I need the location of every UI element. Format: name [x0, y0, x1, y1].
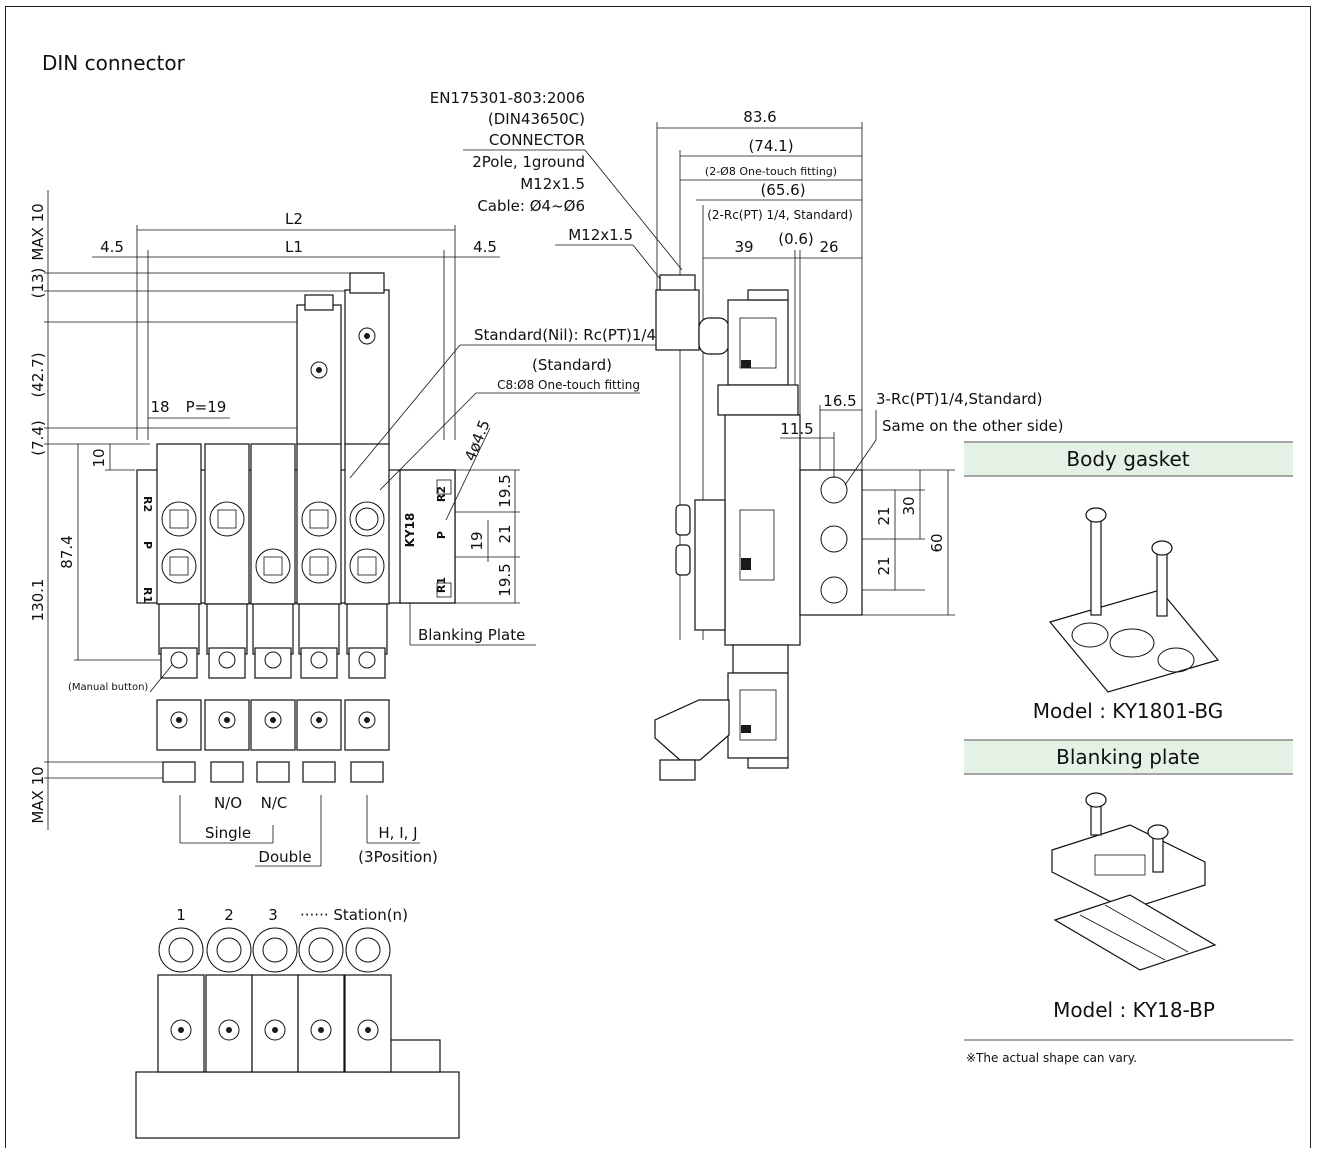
valve-station-3 — [250, 443, 296, 783]
connector-label: CONNECTOR — [489, 131, 585, 149]
front-dims-top: L2 L1 4.5 4.5 18 P=19 — [92, 210, 500, 440]
dim-right-margin: 4.5 — [473, 238, 497, 256]
dim-l1: L1 — [285, 238, 303, 256]
plate-screw-bottom — [436, 582, 452, 598]
dim-pitch-a: 18 — [150, 398, 169, 416]
valve-station-1 — [156, 443, 202, 783]
dim-19-5-top: 19.5 — [496, 474, 514, 507]
connector-thread: M12x1.5 — [520, 175, 585, 193]
front-dims-right: Standard(Nil): Rc(PT)1/4 (Standard) C8:Ø… — [68, 326, 715, 693]
rc3-note-2: Same on the other side) — [882, 417, 1063, 435]
plate-header-bg — [964, 741, 1293, 773]
label-nc: N/C — [261, 794, 288, 812]
side-body — [654, 274, 863, 781]
dim-83-6: 83.6 — [743, 108, 776, 126]
dim-21-upper: 21 — [875, 506, 893, 525]
dim-l2: L2 — [285, 210, 303, 228]
port-r1-right: R1 — [435, 577, 448, 593]
station-view: 1 2 3 ······ Station(n) — [135, 906, 460, 1139]
dim-74-1-note: (2-Ø8 One-touch fitting) — [705, 165, 837, 178]
side-dims: 83.6 (74.1) (2-Ø8 One-touch fitting) (65… — [555, 108, 863, 640]
station-valve-1 — [157, 927, 205, 1073]
station-valve-4 — [297, 927, 345, 1073]
connector-cable: Cable: Ø4~Ø6 — [477, 197, 585, 215]
port-standard-note: Standard(Nil): Rc(PT)1/4 — [474, 326, 656, 344]
gasket-illustration — [1048, 507, 1220, 693]
station-valve-3 — [251, 927, 299, 1073]
shape-note: ※The actual shape can vary. — [966, 1051, 1137, 1065]
dim-21: 21 — [496, 524, 514, 543]
plate-model-mark: KY18 — [403, 513, 417, 548]
dim-30: 30 — [900, 496, 918, 515]
front-valves — [156, 272, 390, 783]
label-no: N/O — [214, 794, 242, 812]
port-r2-right: R2 — [435, 486, 448, 502]
drawing-title: DIN connector — [42, 51, 186, 75]
connector-poles: 2Pole, 1ground — [472, 153, 585, 171]
station-n: ······ Station(n) — [300, 906, 408, 924]
label-hij: H, I, J — [378, 824, 417, 842]
dim-max10-top: MAX 10 — [29, 203, 47, 260]
dim-42-7: (42.7) — [29, 352, 47, 397]
station-valve-2 — [205, 927, 253, 1073]
plate-screw-top — [436, 479, 452, 495]
dim-74-1: (74.1) — [748, 137, 793, 155]
valve-station-5 — [344, 272, 390, 783]
plate-illustration — [1051, 792, 1217, 971]
port-standard-note-2: (Standard) — [532, 356, 612, 374]
dim-21-lower: 21 — [875, 556, 893, 575]
parts-panel: Body gasket Model : KY1801-BG Blanking p… — [964, 441, 1293, 1065]
rc3-note: 3-Rc(PT)1/4,Standard) — [876, 390, 1043, 408]
side-port-dims: 16.5 11.5 3-Rc(PT)1/4,Standard) Same on … — [780, 390, 1063, 616]
drawing-frame — [5, 6, 1311, 1148]
dim-left-margin: 4.5 — [100, 238, 124, 256]
front-callouts: N/O N/C Single Double H, I, J (3Position… — [179, 794, 438, 867]
dim-0-6: (0.6) — [778, 230, 814, 248]
dim-65-6: (65.6) — [760, 181, 805, 199]
station-3: 3 — [268, 906, 278, 924]
label-double: Double — [258, 848, 311, 866]
dim-16-5: 16.5 — [823, 392, 856, 410]
dim-19: 19 — [468, 531, 486, 550]
dim-max10-bottom: MAX 10 — [29, 766, 47, 823]
dim-60: 60 — [928, 533, 946, 552]
gasket-header-bg — [964, 443, 1293, 475]
dim-87-4: 87.4 — [58, 535, 76, 568]
label-single: Single — [205, 824, 251, 842]
blanking-plate-label: Blanking Plate — [418, 626, 525, 644]
port-r2-left: R2 — [141, 496, 154, 512]
dim-10: 10 — [90, 448, 108, 467]
dim-65-6-note: (2-Rc(PT) 1/4, Standard) — [707, 208, 853, 222]
dim-39: 39 — [734, 238, 753, 256]
port-p-left: P — [141, 541, 154, 549]
port-p-right: P — [435, 531, 448, 539]
station-valve-5 — [344, 927, 392, 1073]
valve-station-4 — [296, 294, 342, 783]
dim-13: (13) — [29, 268, 47, 299]
port-c8-note: C8:Ø8 One-touch fitting — [497, 378, 640, 392]
valve-station-2 — [204, 443, 250, 783]
dim-pitch-b: P=19 — [186, 398, 227, 416]
dim-26: 26 — [819, 238, 838, 256]
dim-11-5: 11.5 — [780, 420, 813, 438]
front-dims-left: MAX 10 (13) (42.7) (7.4) 130.1 MAX 10 87… — [29, 190, 360, 830]
plate-model: Model : KY18-BP — [1053, 998, 1215, 1022]
dim-130-1: 130.1 — [29, 579, 47, 622]
plate-title: Blanking plate — [1056, 745, 1200, 769]
connector-standard: EN175301-803:2006 — [430, 89, 585, 107]
dim-hole: 4ø4.5 — [461, 417, 494, 463]
gasket-title: Body gasket — [1066, 447, 1189, 471]
station-1: 1 — [176, 906, 186, 924]
dim-7-4: (7.4) — [29, 420, 47, 456]
dim-19-5-bottom: 19.5 — [496, 563, 514, 596]
port-r1-left: R1 — [141, 587, 154, 603]
gasket-model: Model : KY1801-BG — [1033, 699, 1223, 723]
label-3position: (3Position) — [358, 848, 438, 866]
station-2: 2 — [224, 906, 234, 924]
side-m12: M12x1.5 — [568, 226, 633, 244]
connector-spec: EN175301-803:2006 (DIN43650C) CONNECTOR … — [430, 89, 683, 271]
connector-din: (DIN43650C) — [488, 110, 585, 128]
manual-button-label: (Manual button) — [68, 682, 148, 693]
